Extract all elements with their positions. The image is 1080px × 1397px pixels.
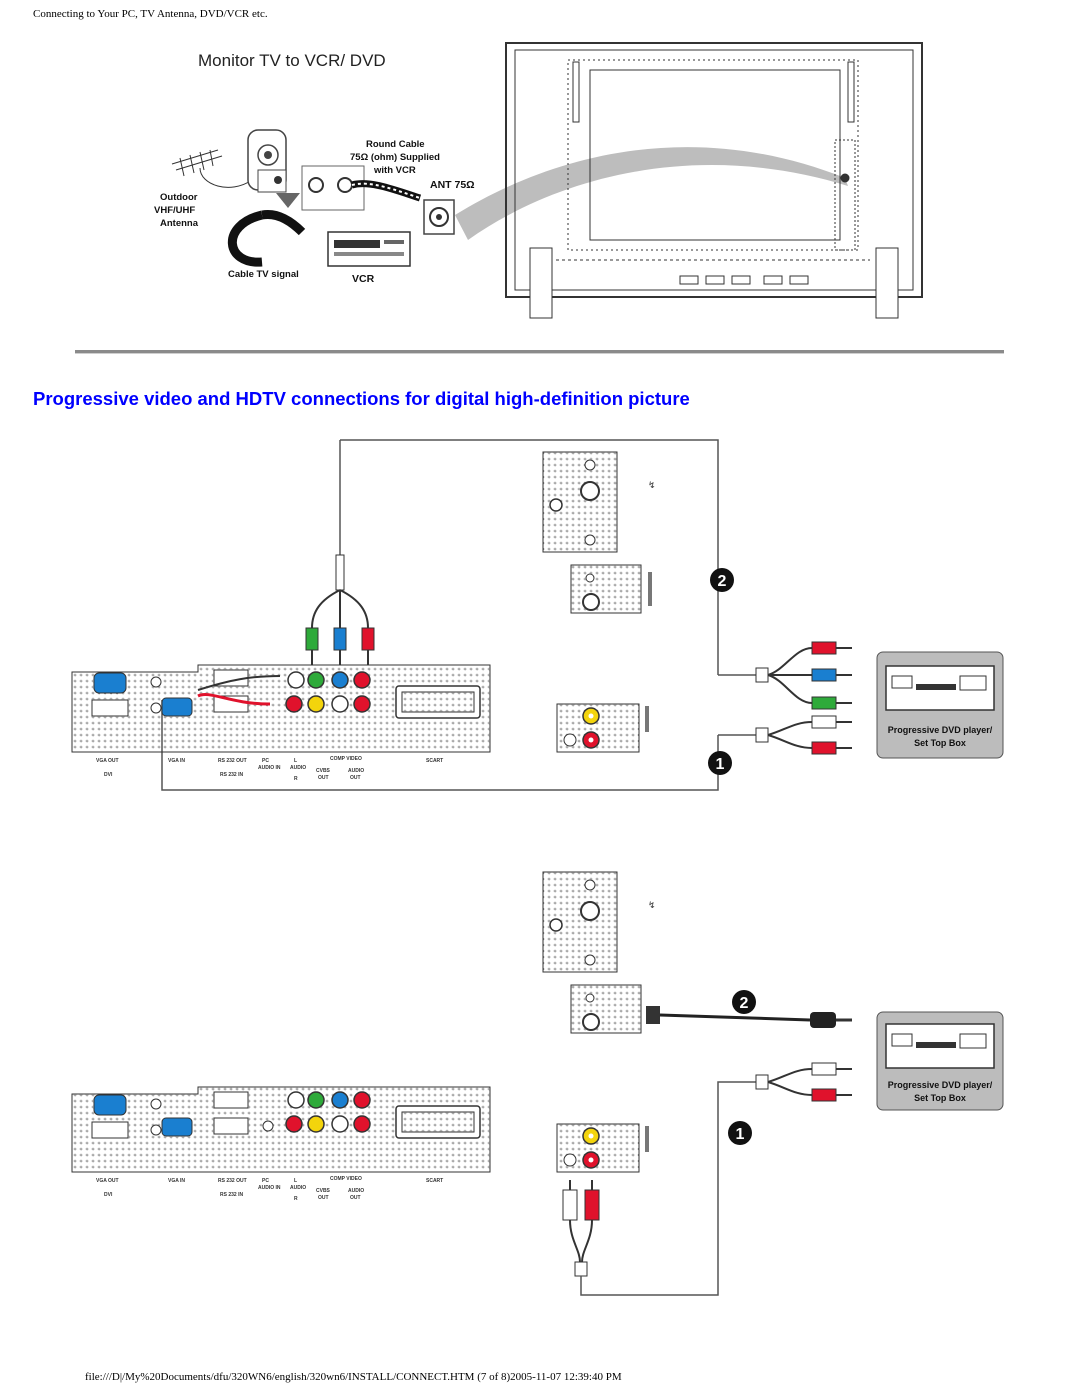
label-comp-video-2: COMP VIDEO <box>330 1176 362 1182</box>
label-cvbs-2: CVBS <box>316 1188 331 1194</box>
device-label-4: Set Top Box <box>914 1093 966 1103</box>
label-r-2: R <box>294 1196 298 1202</box>
svideo-panel <box>570 564 652 614</box>
step-2-badge: 2 <box>710 568 734 592</box>
label-audio-in: AUDIO IN <box>258 765 281 771</box>
label-comp-video: COMP VIDEO <box>330 756 362 762</box>
label-vga-out-2: VGA OUT <box>96 1178 119 1184</box>
label-audio: AUDIO <box>290 765 306 771</box>
label-audio-out-1: AUDIO <box>348 768 364 774</box>
cable-signal-label: Cable TV signal <box>228 269 299 280</box>
dvd-player-device: Progressive DVD player/ Set Top Box <box>876 651 1004 759</box>
dvd-player-device-2: Progressive DVD player/ Set Top Box <box>876 1011 1004 1111</box>
page-header: Connecting to Your PC, TV Antenna, DVD/V… <box>33 8 268 20</box>
label-l: L <box>294 758 297 764</box>
figure-title: Monitor TV to VCR/ DVD <box>198 51 386 70</box>
label-rs232-out: RS 232 OUT <box>218 758 247 764</box>
step-1-badge-lower: 1 <box>728 1121 752 1145</box>
wall-outlet-icon <box>247 129 287 193</box>
svg-text:↯: ↯ <box>648 480 656 490</box>
label-audio-2: AUDIO <box>290 1185 306 1191</box>
side-panel-top-2: ↯ <box>542 871 656 973</box>
label-dvi: DVI <box>104 772 113 778</box>
svg-text:2: 2 <box>740 995 749 1012</box>
label-dvi-2: DVI <box>104 1192 113 1198</box>
component-cable-right <box>718 641 852 710</box>
vcr-label: VCR <box>352 273 375 285</box>
label-vga-in: VGA IN <box>168 758 185 764</box>
device-label-3: Progressive DVD player/ <box>888 1080 993 1090</box>
component-cable <box>305 554 375 665</box>
connection-panel-top <box>71 664 491 753</box>
label-audio-out-4: OUT <box>350 1195 361 1201</box>
side-panel-top: ↯ <box>542 451 656 553</box>
label-l-2: L <box>294 1178 297 1184</box>
label-vga-out: VGA OUT <box>96 758 119 764</box>
ant-connector-icon <box>423 199 455 235</box>
label-cvbs-out-2: OUT <box>318 1195 329 1201</box>
antenna-label-2: VHF/UHF <box>154 205 195 216</box>
label-r: R <box>294 776 298 782</box>
label-rs232-out-2: RS 232 OUT <box>218 1178 247 1184</box>
svg-text:1: 1 <box>736 1126 745 1143</box>
label-audio-out-2: OUT <box>350 775 361 781</box>
label-rs232-in-2: RS 232 IN <box>220 1192 243 1198</box>
label-scart-2: SCART <box>426 1178 443 1184</box>
step-1-badge: 1 <box>708 751 732 775</box>
svg-text:1: 1 <box>716 756 725 773</box>
monitor-rear-view <box>505 42 923 319</box>
cable-tv-cable <box>227 210 264 267</box>
vcr-device-icon <box>327 231 411 267</box>
ant-label: ANT 75Ω <box>430 179 475 191</box>
audio-video-panel <box>556 703 649 753</box>
audio-video-panel-2 <box>556 1123 649 1173</box>
label-pc: PC <box>262 758 269 764</box>
audio-cable-right <box>718 715 852 755</box>
section-divider <box>75 350 1004 354</box>
antenna-label-3: Antenna <box>160 218 199 229</box>
label-scart: SCART <box>426 758 443 764</box>
label-audio-in-2: AUDIO IN <box>258 1185 281 1191</box>
svg-text:↯: ↯ <box>648 900 656 910</box>
antenna-label-1: Outdoor <box>160 192 198 203</box>
svg-text:2: 2 <box>718 573 727 590</box>
connection-panel-bottom <box>71 1086 491 1173</box>
svideo-panel-2 <box>570 984 852 1034</box>
round-cable-label-3: with VCR <box>373 165 416 176</box>
device-label-2: Set Top Box <box>914 738 966 748</box>
round-cable-label-1: Round Cable <box>366 139 425 150</box>
round-cable-label-2: 75Ω (ohm) Supplied <box>350 152 440 163</box>
label-pc-2: PC <box>262 1178 269 1184</box>
audio-cable-lower <box>562 1062 852 1296</box>
device-label-1: Progressive DVD player/ <box>888 725 993 735</box>
label-audio-out-3: AUDIO <box>348 1188 364 1194</box>
section-title: Progressive video and HDTV connections f… <box>33 388 690 409</box>
zoom-beam <box>455 147 848 240</box>
vcr-connection-figure: Monitor TV to VCR/ DVD Outdoor VHF/UHF A… <box>154 42 923 319</box>
wire-top <box>340 439 719 675</box>
label-rs232-in: RS 232 IN <box>220 772 243 778</box>
label-cvbs-out: OUT <box>318 775 329 781</box>
label-cvbs: CVBS <box>316 768 331 774</box>
arrow-icon <box>276 193 300 208</box>
step-2-badge-lower: 2 <box>732 990 756 1014</box>
page-footer: file:///D|/My%20Documents/dfu/320WN6/eng… <box>85 1371 622 1383</box>
label-vga-in-2: VGA IN <box>168 1178 185 1184</box>
outdoor-antenna-icon <box>171 149 253 188</box>
